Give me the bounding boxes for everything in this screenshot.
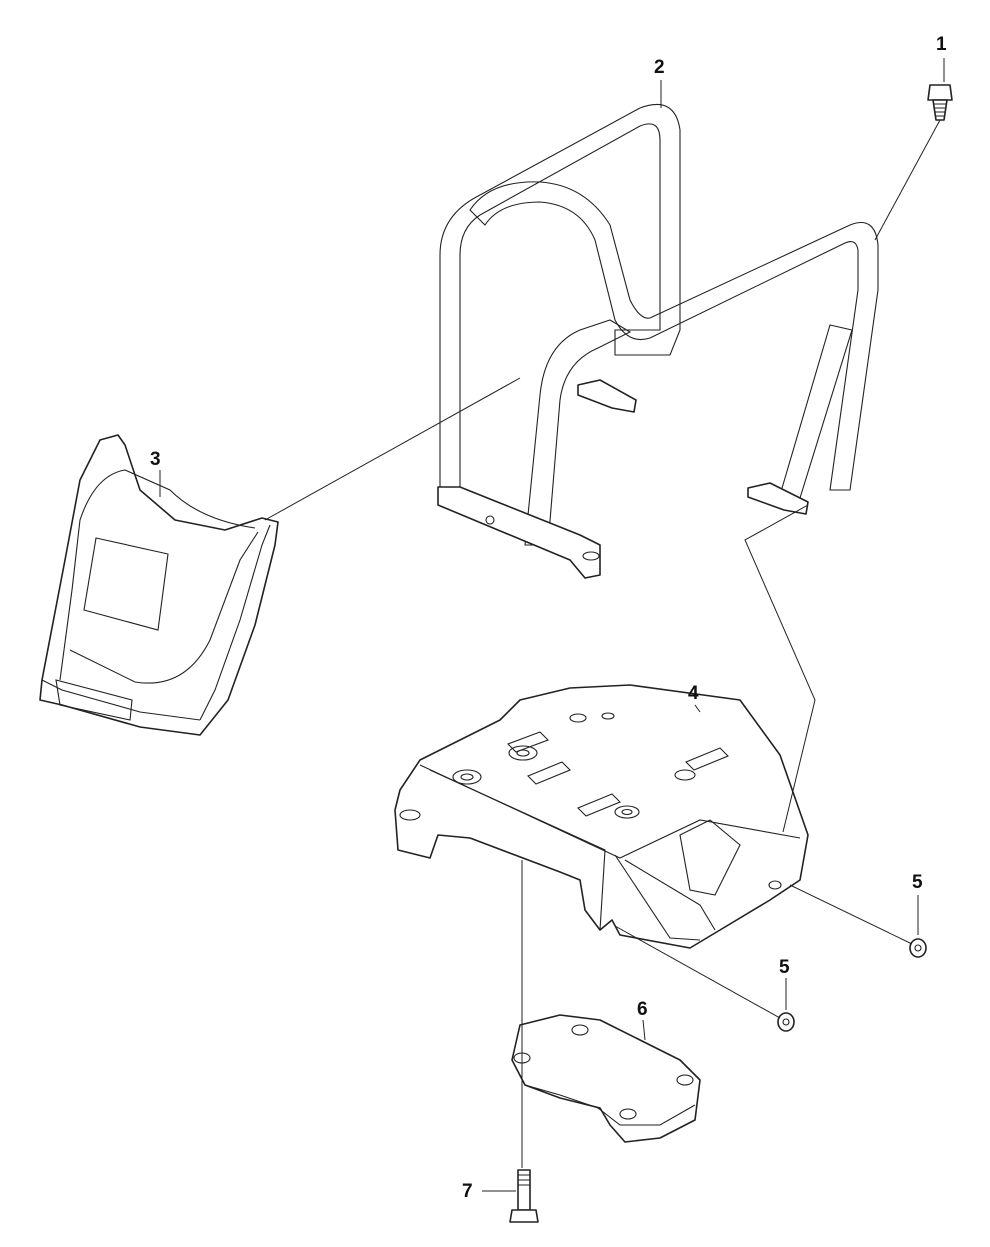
callout-6: 6 [637,999,648,1020]
part-2-frame [437,103,879,579]
callout-4: 4 [688,683,699,704]
callout-1: 1 [936,34,947,55]
part-5-washer-middle [777,1012,795,1032]
callout-2: 2 [654,57,665,78]
part-4-base [394,684,809,949]
part-6-plate [511,1014,701,1143]
leader-lines [159,58,945,1192]
part-3-cover [39,434,279,736]
part-7-bolt [509,1169,539,1223]
callout-5-middle: 5 [779,957,790,978]
part-1-bolt [927,84,953,121]
callout-7: 7 [462,1181,473,1202]
part-5-washer-right [909,938,927,958]
callout-3: 3 [150,449,161,470]
callout-5-right: 5 [912,872,923,893]
